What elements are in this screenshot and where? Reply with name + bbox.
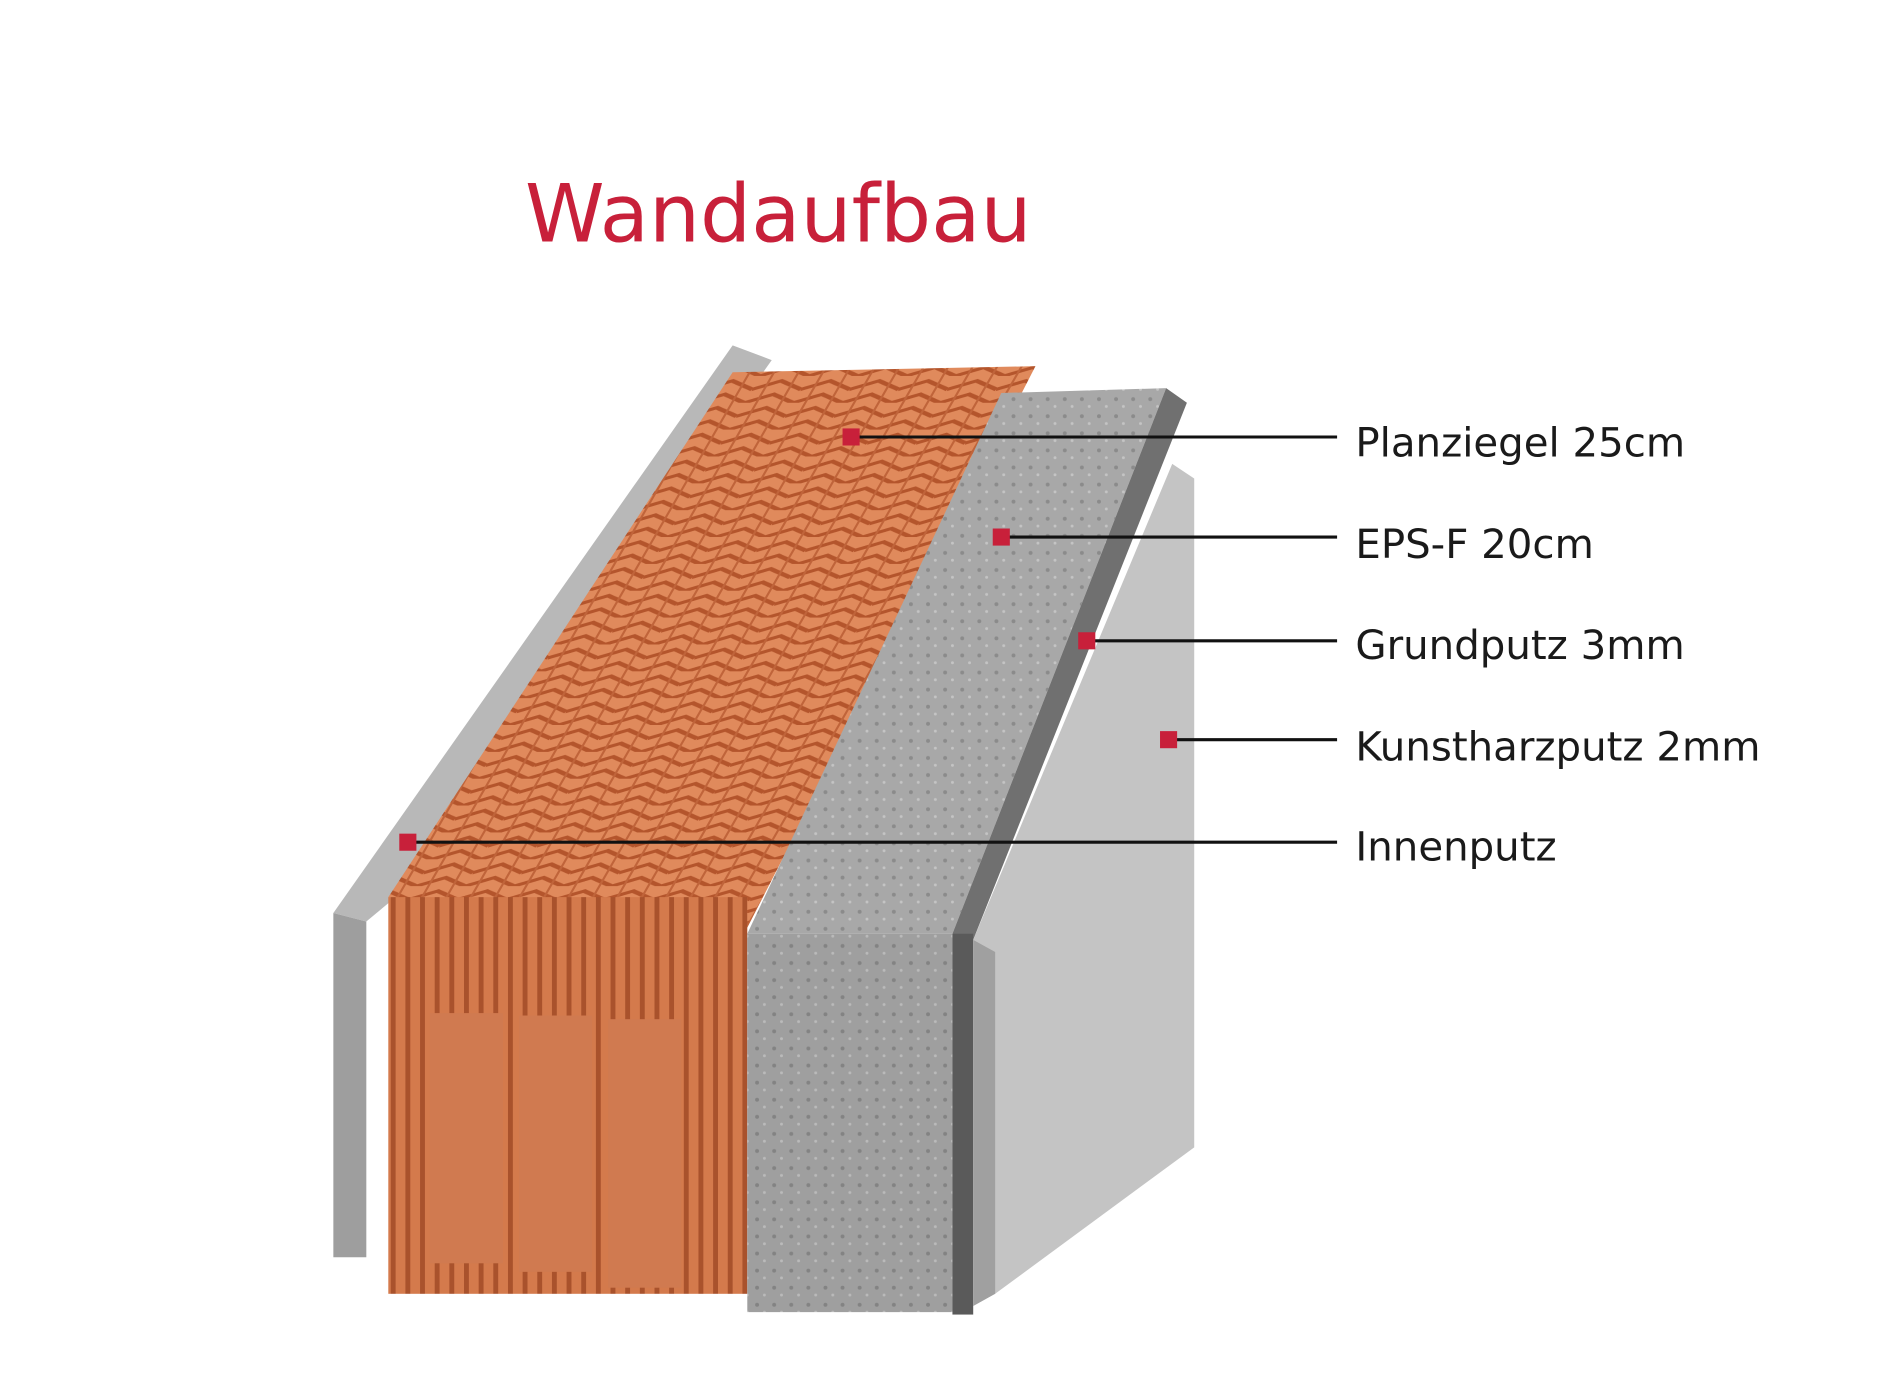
page-title: Wandaufbau [525, 168, 1032, 262]
label-kunstharzputz: Kunstharzputz 2mm [1355, 724, 1760, 770]
layer-grundputz [952, 388, 1187, 1315]
leader-grundputz [1078, 632, 1338, 650]
leader-kunstharzputz [1160, 731, 1338, 749]
leader-innenputz [399, 833, 1338, 851]
label-innenputz: Innenputz [1355, 825, 1556, 871]
marker [842, 428, 860, 446]
label-planziegel: Planziegel 25cm [1355, 421, 1685, 467]
label-eps: EPS-F 20cm [1355, 522, 1593, 568]
leader-planziegel [842, 428, 1338, 446]
layer-eps [747, 388, 1167, 1313]
layer-planziegel [388, 366, 1036, 1294]
layer-kunstharzputz [973, 463, 1195, 1307]
leader-eps [992, 528, 1338, 546]
label-grundputz: Grundputz 3mm [1355, 623, 1684, 669]
